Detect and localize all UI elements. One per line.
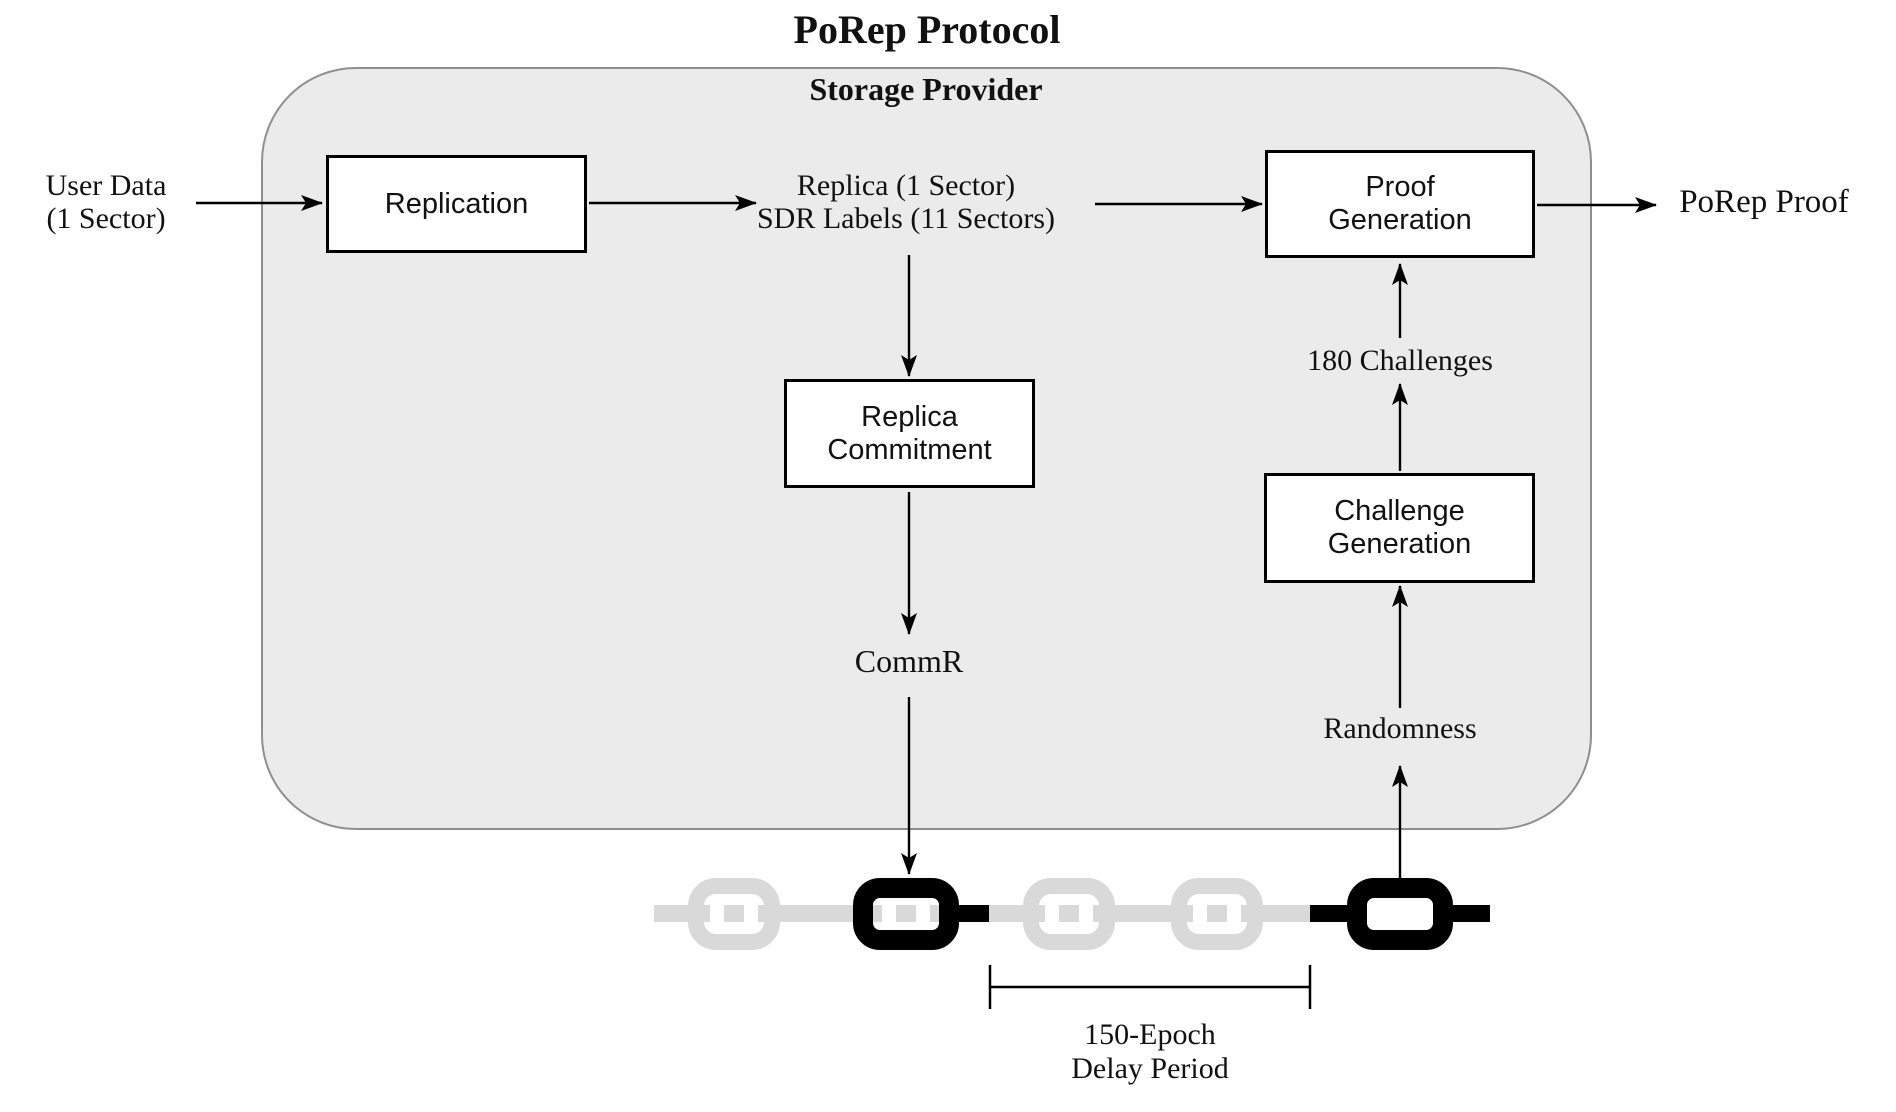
node-challenge-generation-label: Challenge Generation (1327, 495, 1472, 560)
node-replica-commitment: Replica Commitment (784, 379, 1035, 488)
blockchain-chain-icon (654, 878, 1490, 950)
node-proof-generation-label: Proof Generation (1328, 171, 1472, 236)
node-replica-commitment-label: Replica Commitment (827, 400, 992, 466)
chain-link-gray-2 (1023, 878, 1115, 950)
storage-provider-title: Storage Provider (809, 71, 1043, 107)
node-proof-generation: Proof Generation (1265, 150, 1535, 258)
chain-link-gray-1 (688, 878, 780, 950)
chain-link-black-randomness (1347, 878, 1453, 950)
diagram-title: PoRep Protocol (793, 7, 1061, 52)
chain-link-gray-3 (1171, 878, 1263, 950)
node-replication-label: Replication (384, 187, 529, 220)
label-randomness: Randomness (1323, 712, 1477, 745)
label-180-challenges: 180 Challenges (1307, 344, 1493, 377)
label-commr: CommR (854, 643, 964, 679)
label-user-data: User Data (1 Sector) (45, 169, 167, 235)
label-replica-sdr: Replica (1 Sector) SDR Labels (11 Sector… (756, 169, 1056, 235)
label-delay-period: 150-Epoch Delay Period (1071, 1018, 1229, 1085)
node-challenge-generation: Challenge Generation (1264, 473, 1535, 583)
chain-link-black-commr (853, 878, 959, 950)
delay-period-bracket (988, 965, 1312, 1009)
node-replication: Replication (326, 155, 587, 253)
label-porep-proof: PoRep Proof (1679, 184, 1849, 220)
